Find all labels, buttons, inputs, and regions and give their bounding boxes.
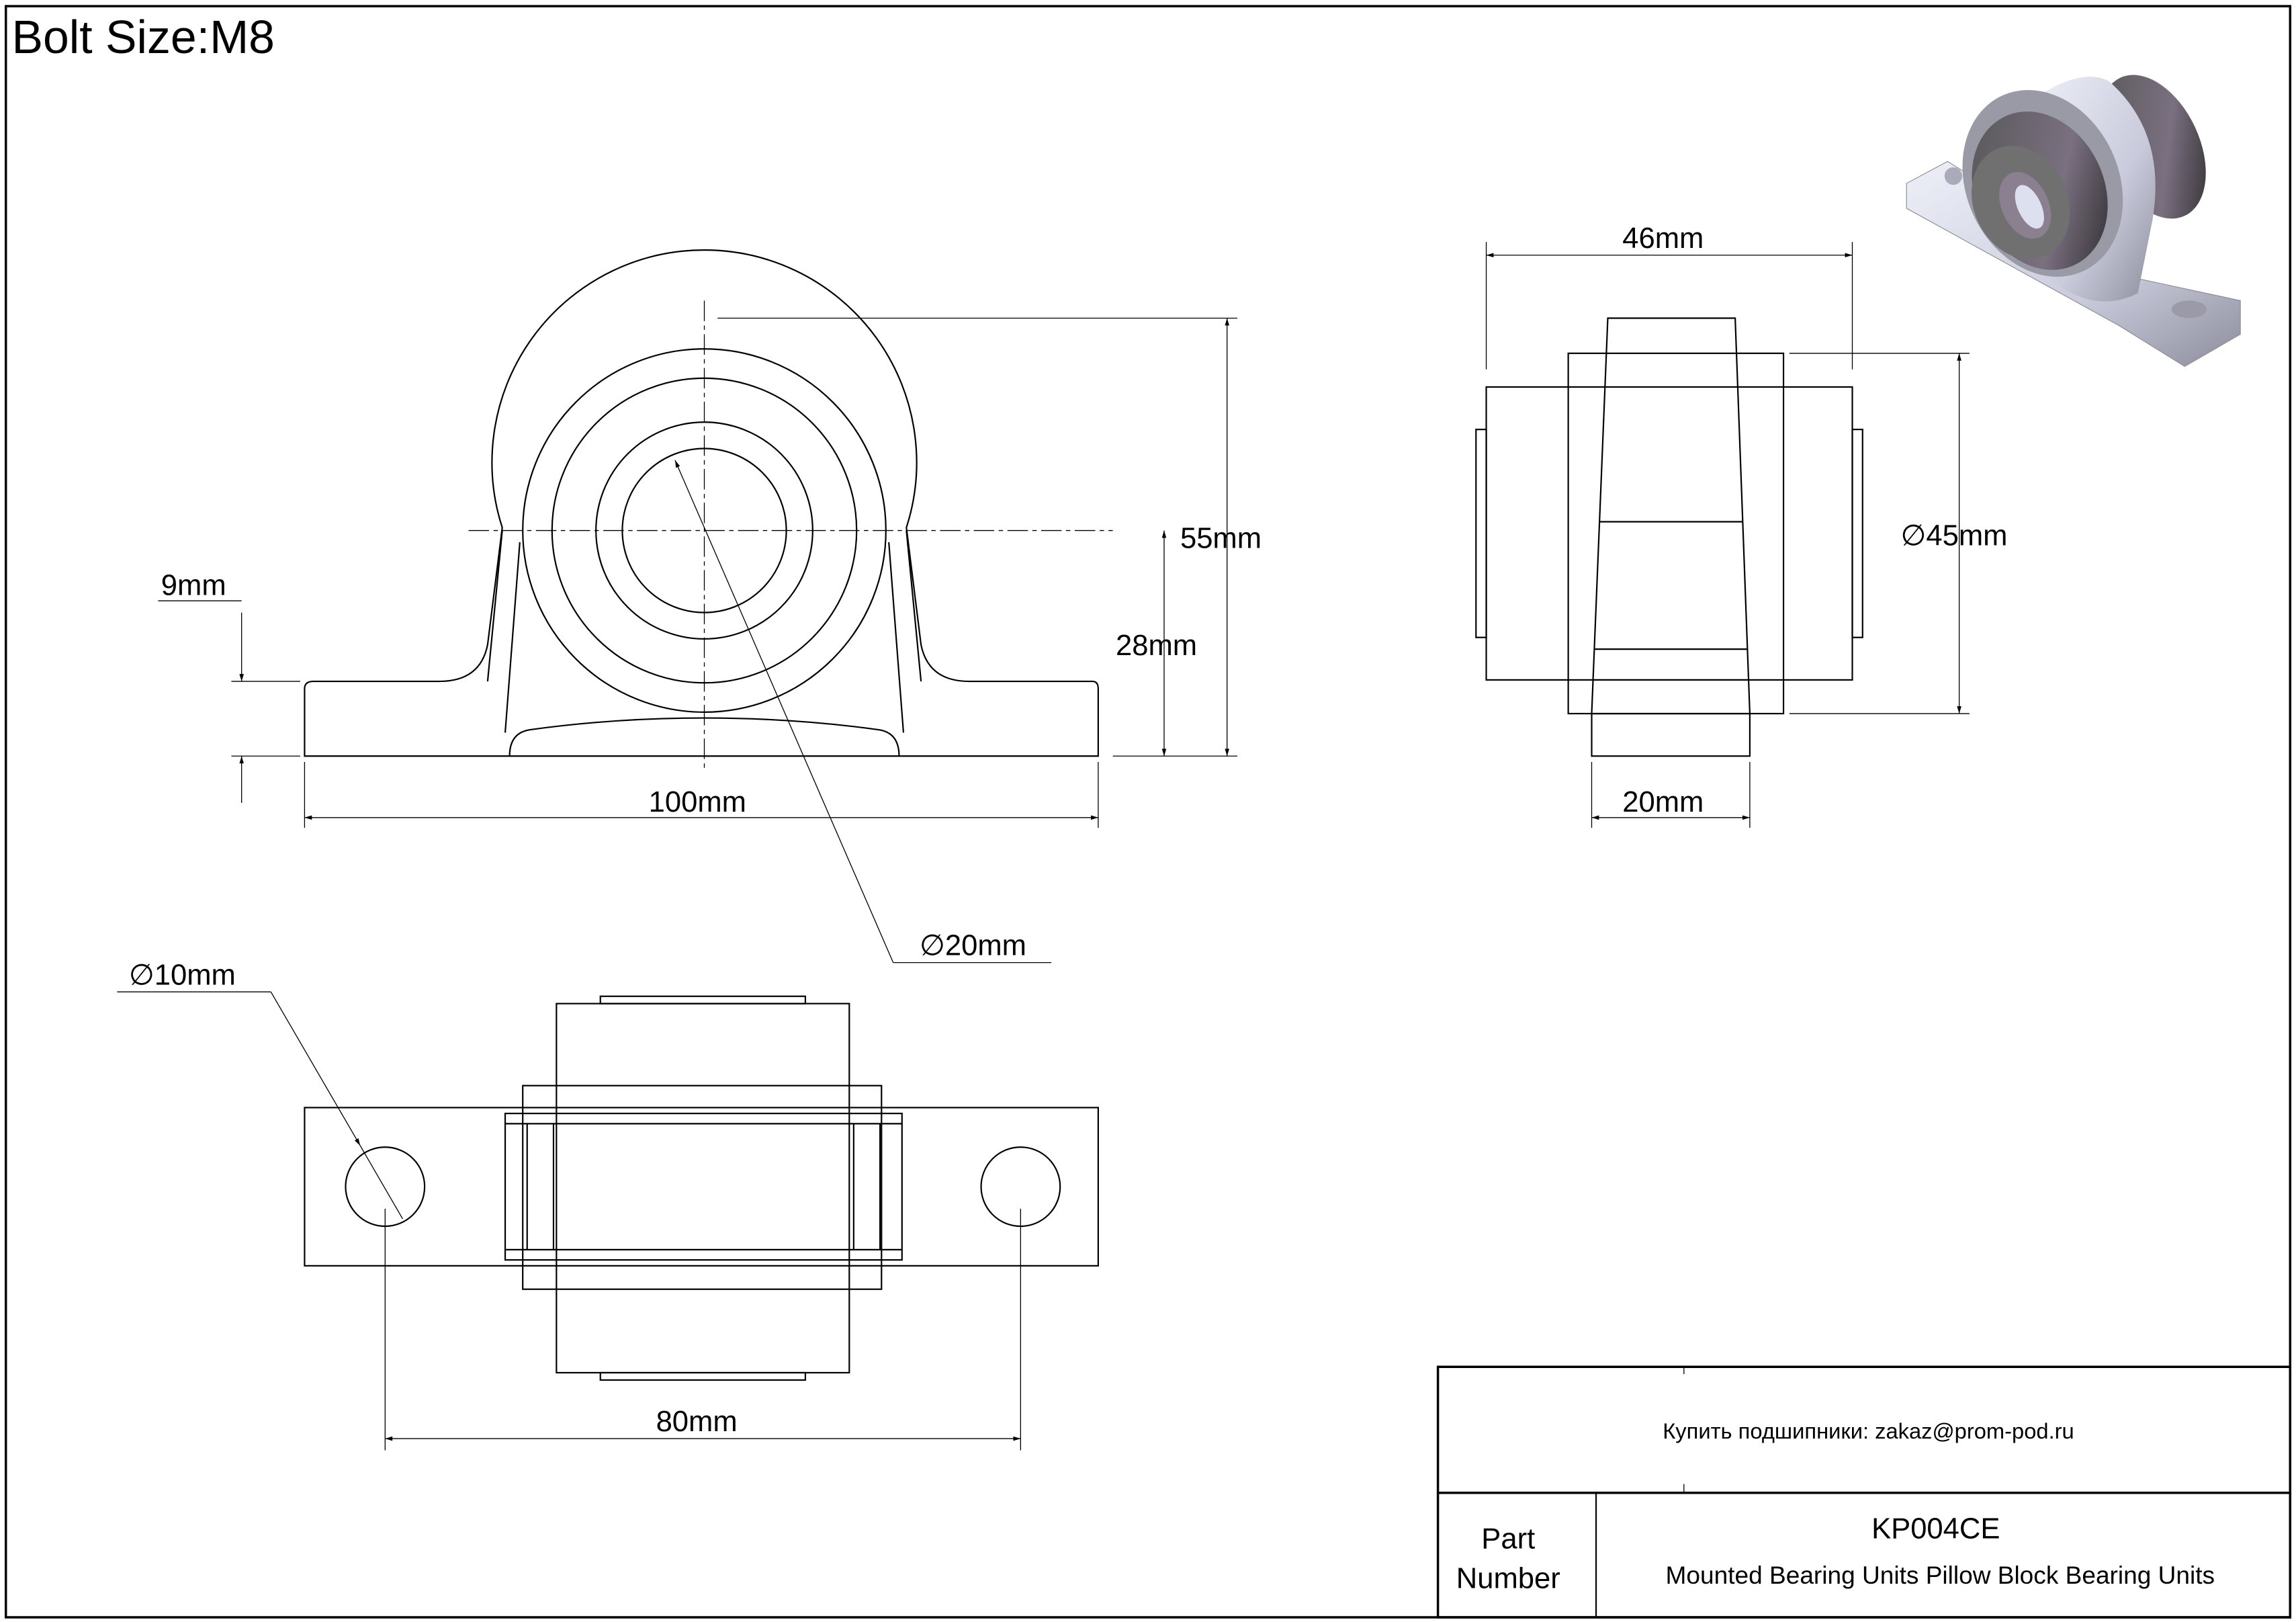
title-block: Купить подшипники: zakaz@prom-pod.ru Par… [1436,1365,2292,1619]
part-description: Mounted Bearing Units Pillow Block Beari… [1666,1561,2215,1589]
number-label: Number [1456,1562,1560,1594]
dim-9mm: 9mm [161,569,226,601]
side-view: 46mm ∅45mm 20mm [1475,222,2007,828]
part-label: Part [1481,1523,1535,1555]
isometric-render [1906,75,2241,368]
dim-28mm: 28mm [1116,630,1197,662]
dim-100mm: 100mm [649,786,746,818]
front-view: 55mm 28mm 9mm 100mm ∅20mm [158,249,1262,964]
dim-housing-45mm: ∅45mm [1900,519,2007,552]
bolt-size-title: Bolt Size:M8 [11,11,275,63]
dim-bore-20mm: ∅20mm [920,930,1026,962]
part-number: KP004CE [1871,1512,2000,1545]
sheet-border [4,5,2292,1619]
dim-base-20mm: 20mm [1622,786,1704,818]
dim-80mm: 80mm [656,1406,738,1438]
dim-55mm: 55mm [1180,523,1262,555]
top-view: 80mm ∅10mm [117,959,1099,1451]
contact-text: Купить подшипники: zakaz@prom-pod.ru [1663,1418,2074,1443]
dim-46mm: 46mm [1622,222,1704,255]
dim-bolt-hole-10mm: ∅10mm [129,959,236,991]
